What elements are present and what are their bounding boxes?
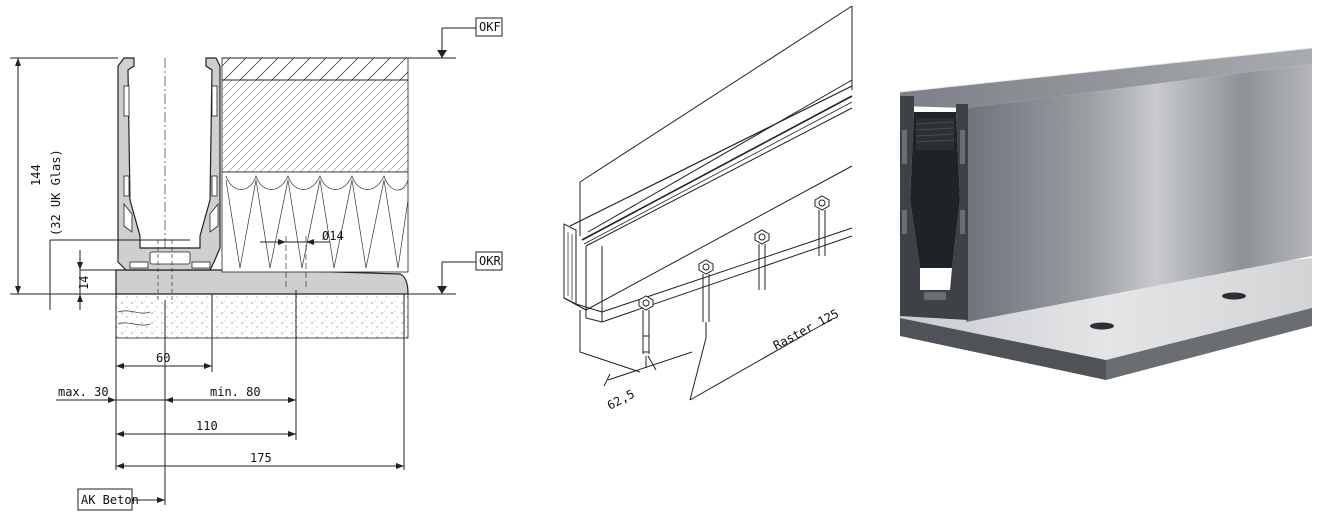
floor-top-layer (221, 57, 409, 81)
okr-label: OKR (479, 254, 501, 268)
u-profile (117, 57, 221, 271)
render-base-plate (900, 258, 1312, 360)
okf-label: OKF (479, 20, 501, 34)
dim-62-5: 62,5 (605, 387, 637, 413)
render-outer-face (966, 64, 1312, 322)
dim-diameter-14: Ø14 (322, 229, 344, 243)
dim-min-80: min. 80 (210, 385, 261, 399)
render-hole-1 (1090, 322, 1114, 330)
anchor-bolts (638, 195, 830, 354)
render-top-rail (900, 48, 1312, 108)
dim-max-30: max. 30 (58, 385, 109, 399)
floor-screed-layer (221, 79, 409, 173)
isometric-drawing: 62,5 Raster 125 (563, 5, 853, 413)
dim-110: 110 (196, 419, 218, 433)
dim-60: 60 (156, 351, 170, 365)
floor-insulation-layer (221, 171, 409, 273)
dim-raster-125: Raster 125 (771, 306, 841, 352)
render-hole-2 (1222, 292, 1246, 300)
dim-32-uk-glas: (32 UK Glas) (49, 149, 63, 236)
section-drawing: OKF OKR 144 (32 UK Glas) 14 Ø14 (10, 17, 503, 511)
dim-144: 144 (29, 164, 43, 186)
base-plate (115, 269, 409, 295)
render-end-section (900, 96, 968, 320)
concrete-slab (115, 293, 409, 339)
dim-175: 175 (250, 451, 272, 465)
profile-render (899, 47, 1313, 380)
dim-14-height: 14 (77, 276, 91, 290)
ak-beton-label: AK Beton (81, 493, 139, 507)
